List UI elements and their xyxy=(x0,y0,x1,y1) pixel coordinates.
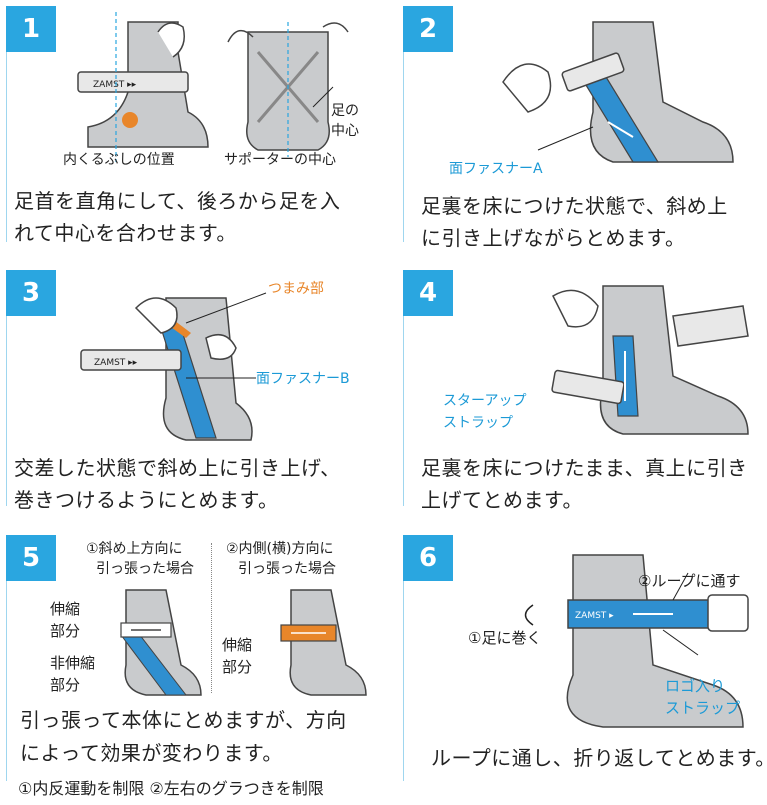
direction-2-label-1: ②内側(横)方向に xyxy=(226,541,334,557)
step-6-caption: ループに通し、折り返してとめます。 xyxy=(431,746,767,770)
step-4-illustration xyxy=(551,285,749,435)
foot-center-label-2: 中心 xyxy=(331,123,359,139)
grip-label: つまみ部 xyxy=(268,281,324,297)
step-2-caption-line-1: 足裏を床につけた状態で、斜め上 xyxy=(421,194,728,218)
step-3-caption-line-1: 交差した状態で斜め上に引き上げ、 xyxy=(14,456,341,480)
step-3-illustration: ZAMST ▸▸ xyxy=(80,292,267,441)
step-4-number: 4 xyxy=(403,270,453,316)
foot-center-label-1: 足の xyxy=(331,103,359,119)
step-3-number: 3 xyxy=(6,270,56,316)
step-4-caption-line-2: 上げてとめます。 xyxy=(421,488,583,512)
step-2-panel: 2 面ファスナーA 足裏を床につけた状態で、斜め上 に引き上げながらとめます。 xyxy=(403,6,763,251)
step-3-panel: 3 ZAMST ▸▸ つまみ部 面ファスナーB 交差した状態で斜め上に引き上げ、… xyxy=(6,270,386,515)
wrap-foot-label: ①足に巻く xyxy=(468,629,542,647)
step-1-caption-line-1: 足首を直角にして、後ろから足を入 xyxy=(14,189,341,213)
step-1-panel: 1 ZAMST ▸▸ 内くるぶしの位置 サポーターの中心 足の 中心 足首を直角… xyxy=(6,6,386,251)
non-stretch-part-label-1: 非伸縮 xyxy=(50,654,96,672)
non-stretch-part-label-2: 部分 xyxy=(50,676,81,694)
step-4-panel: 4 スターアップ ストラップ 足裏を床につけたまま、真上に引き 上げてとめます。 xyxy=(403,270,763,515)
direction-1-label-1: ①斜め上方向に xyxy=(86,541,183,557)
step-5-illustration-right xyxy=(280,589,367,696)
direction-1-label-2: 引っ張った場合 xyxy=(96,561,194,577)
step-4-caption-line-1: 足裏を床につけたまま、真上に引き xyxy=(421,456,748,480)
step-5-panel: 5 ①斜め上方向に 引っ張った場合 ②内側(横)方向に 引っ張った場合 伸縮 部… xyxy=(6,535,396,803)
stretch-part-label-1: 伸縮 xyxy=(50,600,81,618)
step-3-caption-line-2: 巻きつけるようにとめます。 xyxy=(14,488,279,512)
stretch-part-label-2: 部分 xyxy=(50,622,81,640)
stirrup-strap-label-1: スターアップ xyxy=(443,393,527,409)
step-1-caption-line-2: れて中心を合わせます。 xyxy=(14,221,237,245)
supporter-center-label: サポーターの中心 xyxy=(224,152,336,168)
step-6-panel: 6 ZAMST ▸ ②ループに通す ①足に巻く ロゴ入り ストラップ ループに通… xyxy=(403,535,767,803)
ankle-position-label: 内くるぶしの位置 xyxy=(63,152,175,168)
stirrup-strap-label-2: ストラップ xyxy=(443,415,513,431)
divider xyxy=(211,543,212,693)
step-5-caption-line-1: 引っ張って本体にとめますが、方向 xyxy=(20,708,347,732)
stretch-part-orange-label-1: 伸縮 xyxy=(222,636,253,654)
direction-2-label-2: 引っ張った場合 xyxy=(238,561,336,577)
stretch-part-orange-label-2: 部分 xyxy=(222,658,253,676)
step-2-illustration xyxy=(502,21,734,163)
logo-strap-label-2: ストラップ xyxy=(665,699,741,717)
step-5-illustration-left xyxy=(120,589,202,696)
step-1-illustration: ZAMST ▸▸ xyxy=(77,12,349,162)
loop-label: ②ループに通す xyxy=(638,572,741,590)
svg-text:ZAMST ▸▸: ZAMST ▸▸ xyxy=(93,80,137,90)
step-2-caption-line-2: に引き上げながらとめます。 xyxy=(421,226,686,250)
logo-strap-label-1: ロゴ入り xyxy=(665,677,726,695)
step-5-note: ①内反運動を制限 ②左右のグラつきを制限 xyxy=(18,779,324,798)
step-5-caption-line-2: によって効果が変わります。 xyxy=(20,741,283,765)
fastener-b-label: 面ファスナーB xyxy=(256,371,350,387)
svg-text:ZAMST ▸▸: ZAMST ▸▸ xyxy=(94,358,138,368)
fastener-a-label: 面ファスナーA xyxy=(449,161,543,177)
step-6-illustration: ZAMST ▸ xyxy=(524,554,749,728)
step-1-number: 1 xyxy=(6,6,56,52)
svg-text:ZAMST ▸: ZAMST ▸ xyxy=(575,611,614,621)
step-6-number: 6 xyxy=(403,535,453,581)
step-5-number: 5 xyxy=(6,535,56,581)
step-2-number: 2 xyxy=(403,6,453,52)
